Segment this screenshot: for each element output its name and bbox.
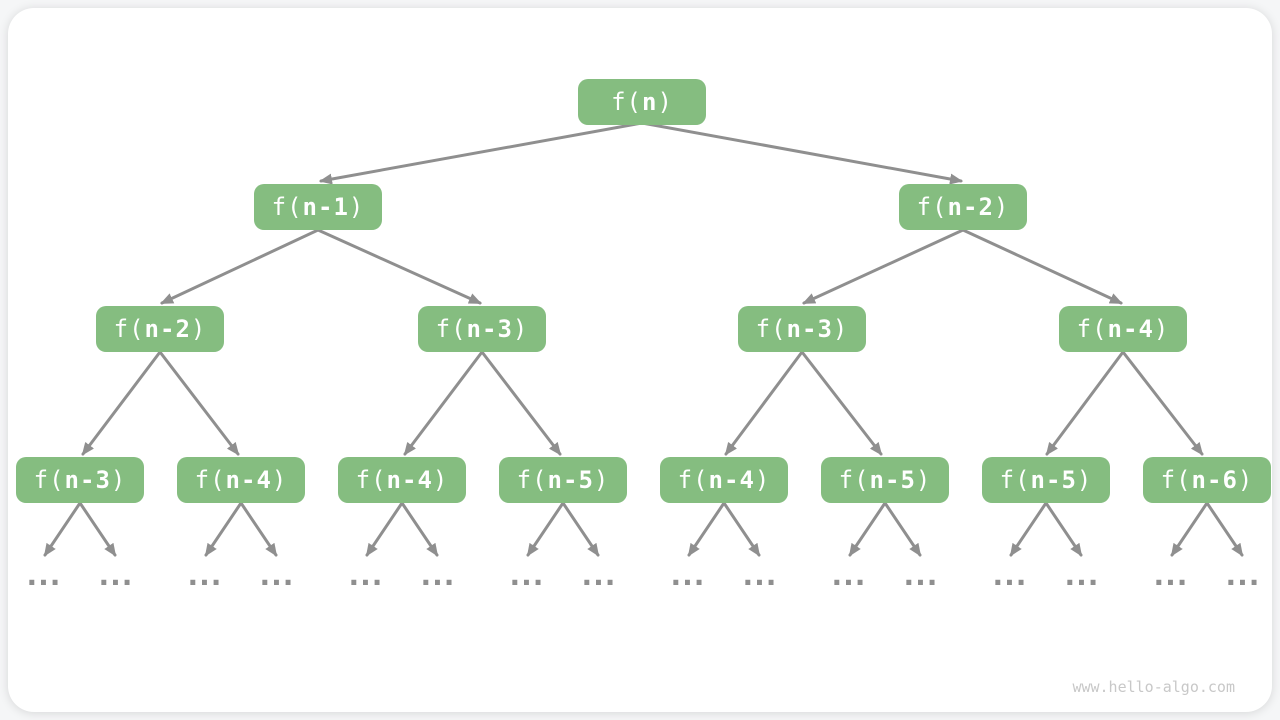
node-label-arg: n-1: [302, 193, 349, 221]
ellipsis-leaf: ...: [98, 559, 134, 592]
ellipsis-leaf: ...: [581, 559, 617, 592]
watermark: www.hello-algo.com: [1072, 678, 1235, 696]
node-label-arg: n-3: [64, 466, 111, 494]
node-label-pre: f(: [916, 193, 948, 221]
node-label-arg: n-3: [466, 315, 513, 343]
tree-node-4-7: f(n-5): [982, 457, 1110, 503]
node-label-post: ): [1153, 315, 1170, 343]
tree-node-4-1: f(n-3): [16, 457, 144, 503]
ellipsis-leaf: ...: [831, 559, 867, 592]
ellipsis-leaf: ...: [420, 559, 456, 592]
node-label-pre: f(: [516, 466, 548, 494]
ellipsis-leaf: ...: [1064, 559, 1100, 592]
node-label-pre: f(: [999, 466, 1031, 494]
node-label-post: ): [915, 466, 932, 494]
node-label-pre: f(: [435, 315, 467, 343]
node-label-post: ): [432, 466, 449, 494]
node-label-arg: n-4: [708, 466, 755, 494]
ellipsis-leaf: ...: [992, 559, 1028, 592]
tree-node-3-2: f(n-3): [418, 306, 546, 352]
node-label-arg: n-5: [547, 466, 594, 494]
node-label-arg: n-4: [1107, 315, 1154, 343]
tree-node-4-5: f(n-4): [660, 457, 788, 503]
tree-node-4-6: f(n-5): [821, 457, 949, 503]
node-label-post: ): [754, 466, 771, 494]
tree-node-2-1: f(n-1): [254, 184, 382, 230]
node-label-arg: n-2: [947, 193, 994, 221]
node-label-pre: f(: [1076, 315, 1108, 343]
node-label-pre: f(: [271, 193, 303, 221]
node-label-pre: f(: [194, 466, 226, 494]
ellipsis-leaf: ...: [26, 559, 62, 592]
node-label-arg: n-5: [869, 466, 916, 494]
node-label-pre: f(: [113, 315, 145, 343]
node-label-post: ): [1237, 466, 1254, 494]
ellipsis-leaf: ...: [259, 559, 295, 592]
node-label-pre: f(: [611, 88, 642, 116]
node-label-post: ): [993, 193, 1010, 221]
ellipsis-leaf: ...: [1225, 559, 1261, 592]
node-label-arg: n-2: [144, 315, 191, 343]
ellipsis-leaf: ...: [903, 559, 939, 592]
node-label-pre: f(: [33, 466, 65, 494]
node-label-post: ): [110, 466, 127, 494]
node-label-post: ): [832, 315, 849, 343]
tree-node-2-2: f(n-2): [899, 184, 1027, 230]
node-label-arg: n-4: [386, 466, 433, 494]
node-label-post: ): [657, 88, 673, 116]
tree-node-3-1: f(n-2): [96, 306, 224, 352]
node-label-post: ): [512, 315, 529, 343]
node-label-arg: n-4: [225, 466, 272, 494]
node-label-arg: n-6: [1191, 466, 1238, 494]
node-label-pre: f(: [838, 466, 870, 494]
node-label-pre: f(: [1160, 466, 1192, 494]
node-label-pre: f(: [677, 466, 709, 494]
node-label-pre: f(: [755, 315, 787, 343]
tree-node-4-4: f(n-5): [499, 457, 627, 503]
node-label-arg: n-5: [1030, 466, 1077, 494]
tree-node-3-4: f(n-4): [1059, 306, 1187, 352]
node-label-post: ): [593, 466, 610, 494]
node-label-post: ): [190, 315, 207, 343]
ellipsis-leaf: ...: [742, 559, 778, 592]
tree-node-4-8: f(n-6): [1143, 457, 1271, 503]
ellipsis-leaf: ...: [1153, 559, 1189, 592]
tree-node-4-3: f(n-4): [338, 457, 466, 503]
node-label-post: ): [271, 466, 288, 494]
node-label-arg: n-3: [786, 315, 833, 343]
ellipsis-leaf: ...: [348, 559, 384, 592]
node-label-post: ): [348, 193, 365, 221]
node-label-post: ): [1076, 466, 1093, 494]
ellipsis-leaf: ...: [670, 559, 706, 592]
tree-node-4-2: f(n-4): [177, 457, 305, 503]
ellipsis-leaf: ...: [509, 559, 545, 592]
ellipsis-leaf: ...: [187, 559, 223, 592]
tree-node-3-3: f(n-3): [738, 306, 866, 352]
node-label-pre: f(: [355, 466, 387, 494]
tree-node-1-1: f(n): [578, 79, 706, 125]
node-label-arg: n: [642, 88, 658, 116]
